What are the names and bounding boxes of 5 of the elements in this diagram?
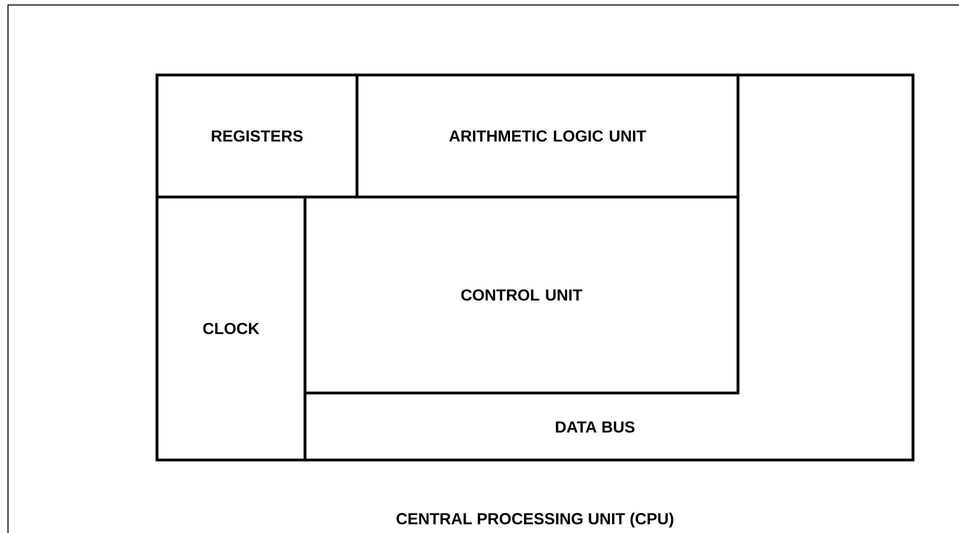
node-label: CENTRAL PROCESSING UNIT (CPU) (396, 512, 674, 528)
unit-box: ARITHMETIC LOGIC UNIT (356, 74, 740, 198)
unit-box: CONTROL UNIT (304, 196, 740, 394)
unit-box: REGISTERS (156, 74, 358, 198)
unit-box: CLOCK (156, 196, 306, 462)
